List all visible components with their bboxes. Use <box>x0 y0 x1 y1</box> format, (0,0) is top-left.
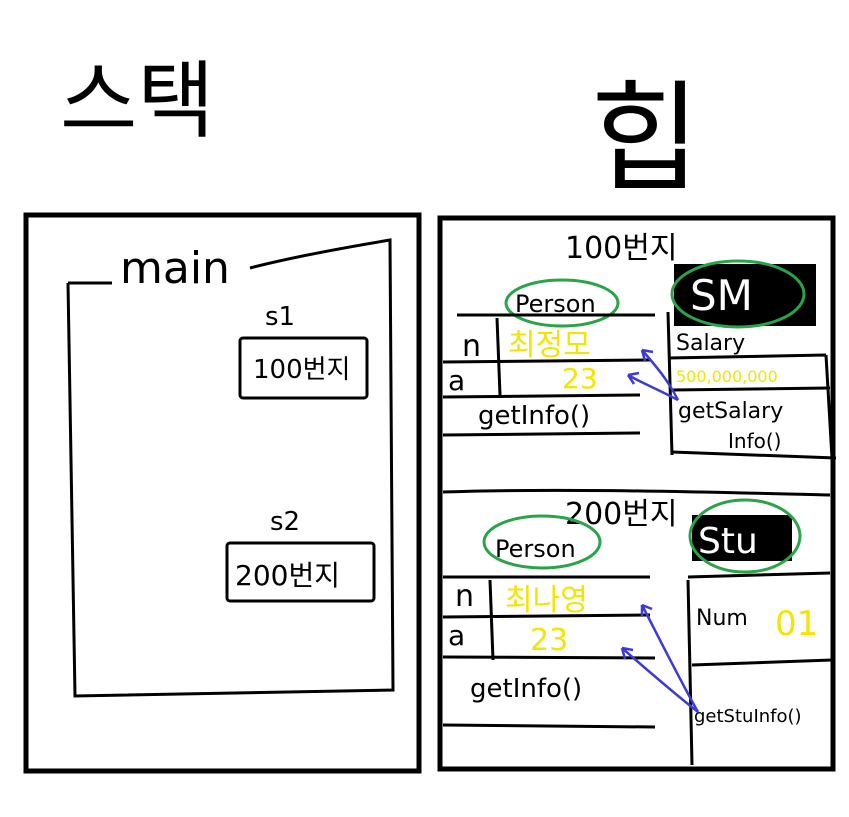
object-2-arrow-n <box>640 603 700 713</box>
object-2-parent-class: Person <box>495 535 576 563</box>
stack-heading: 스택 <box>60 52 215 150</box>
object-2-child-field-name: Num <box>696 606 748 631</box>
object-1-parent-grid <box>442 313 655 437</box>
s1-ref: 100번지 <box>253 355 350 385</box>
object-1-child-field-value: 500,000,000 <box>676 367 778 386</box>
s1-label: s1 <box>265 302 295 332</box>
object-1-arrow-a <box>626 371 679 402</box>
object-2-child-class: Stu <box>698 521 758 562</box>
s2-label: s2 <box>270 507 300 537</box>
heap-heading: 힙 <box>590 70 700 209</box>
object-1-arrow-n <box>640 348 680 401</box>
object-2-child-field-value: 01 <box>775 604 818 644</box>
object-1-address: 100번지 <box>565 231 677 266</box>
stack-panel <box>23 212 422 774</box>
object-1-child-oval <box>670 259 806 329</box>
main-frame-label: main <box>120 243 230 294</box>
object-1-child-class: SM <box>690 271 753 320</box>
object-1-field-n-value: 최정모 <box>508 328 591 363</box>
heap-panel <box>437 215 836 772</box>
object-2-child-class-bg <box>692 515 792 561</box>
object-1-parent-class: Person <box>515 290 596 318</box>
s1-box <box>238 336 369 400</box>
object-1-parent-method: getInfo() <box>478 401 590 431</box>
object-2-parent-method: getInfo() <box>470 674 582 704</box>
object-2-field-a-name: a <box>448 619 465 652</box>
object-1-parent-oval <box>504 278 620 328</box>
object-1-child-method-line-2: Info() <box>728 429 781 453</box>
object-1-field-a-name: a <box>448 364 465 397</box>
object-2-field-n-name: n <box>455 579 474 614</box>
object-2-arrow-a <box>620 646 699 713</box>
object-1-child-method-line-1: getSalary <box>678 399 783 424</box>
object-1-field-a-value: 23 <box>562 362 598 395</box>
heap-object-200: 200번지 Person n 최나영 a 23 getInfo() Stu Nu… <box>442 497 833 766</box>
main-frame <box>66 238 395 698</box>
object-2-parent-grid <box>442 575 656 729</box>
object-2-address: 200번지 <box>565 497 677 532</box>
s2-box <box>225 541 376 603</box>
object-2-child-method: getStuInfo() <box>694 706 802 727</box>
object-1-field-n-name: n <box>462 329 481 364</box>
object-1-child-grid <box>666 311 837 460</box>
object-2-parent-oval <box>482 514 602 570</box>
object-2-field-a-value: 23 <box>530 623 568 658</box>
object-2-field-n-value: 최나영 <box>505 583 588 618</box>
s2-ref: 200번지 <box>235 559 340 592</box>
object-2-child-oval <box>688 498 802 574</box>
heap-divider <box>442 488 831 497</box>
object-2-child-grid <box>686 571 833 766</box>
object-1-child-field-name: Salary <box>676 331 745 356</box>
heap-object-100: 100번지 Person n 최정모 a 23 getInfo() SM Sal… <box>442 231 837 460</box>
